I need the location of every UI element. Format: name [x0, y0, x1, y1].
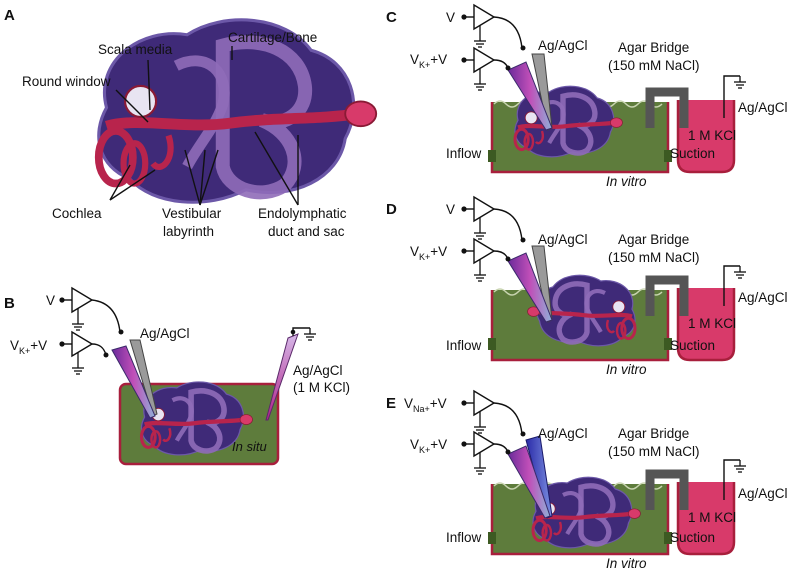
- inflow-port-d: [488, 338, 496, 350]
- panel-d: D 1 M KCl Inflow Suction In vitro V VK++…: [386, 197, 788, 377]
- panel-b-letter: B: [4, 295, 15, 312]
- kcl-reservoir-c: [676, 100, 736, 174]
- label-vk-b: VK++V: [10, 338, 47, 356]
- panel-a: A Scala media Cartilage/Bone Round windo…: [4, 7, 376, 239]
- electrode-label-b: Ag/AgCl: [140, 326, 190, 341]
- panel-a-letter: A: [4, 7, 15, 24]
- condition-label-e: In vitro: [606, 556, 647, 571]
- amplifier-vna-e: [461, 391, 494, 433]
- label-cochlea: Cochlea: [52, 206, 102, 221]
- panel-b: B In situ V VK++V Ag/AgCl Ag/AgCl (1 M K…: [4, 288, 350, 466]
- kcl-reservoir-e: [676, 482, 736, 556]
- agar-bridge-d: [645, 275, 689, 316]
- inflow-label-c: Inflow: [446, 146, 482, 161]
- inflow-label-d: Inflow: [446, 338, 482, 353]
- label-endolymphatic-line2: duct and sac: [268, 224, 345, 239]
- ground-electrode-label-b: Ag/AgCl: [293, 363, 343, 378]
- k-selective-pipette-c: [507, 61, 553, 131]
- kcl-label-c: 1 M KCl: [688, 128, 736, 143]
- suction-label-c: Suction: [670, 146, 715, 161]
- amplifier-vk-b: [59, 332, 92, 374]
- amplifier-v-b: [59, 288, 92, 330]
- inflow-label-e: Inflow: [446, 530, 482, 545]
- k-selective-pipette-d: [507, 252, 553, 323]
- bridge-label-line2-d: (150 mM NaCl): [608, 250, 700, 265]
- suction-port-e: [664, 532, 672, 544]
- label-vk-c: VK++V: [410, 52, 447, 70]
- bridge-label-line2-c: (150 mM NaCl): [608, 58, 700, 73]
- k-selective-pipette-b: [111, 345, 156, 419]
- label-vestibular-line1: Vestibular: [162, 206, 222, 221]
- panel-a-leader-lines: [109, 46, 299, 206]
- label-v-d: V: [446, 202, 455, 217]
- label-scala-media: Scala media: [98, 42, 173, 57]
- ground-electrode-label-e: Ag/AgCl: [738, 486, 788, 501]
- label-vestibular-line2: labyrinth: [163, 224, 214, 239]
- ground-kcl-label-b: (1 M KCl): [293, 380, 350, 395]
- label-endolymphatic-line1: Endolymphatic: [258, 206, 347, 221]
- agar-bridge-c: [645, 87, 689, 128]
- condition-label-b: In situ: [232, 439, 267, 454]
- reference-pipette-b: [129, 339, 158, 417]
- suction-port-d: [664, 338, 672, 350]
- ground-pipette-b: [265, 333, 299, 421]
- amplifier-v-d: [461, 197, 494, 239]
- amplifier-vk-e: [461, 432, 494, 474]
- panel-d-letter: D: [386, 201, 397, 218]
- bridge-label-line1-e: Agar Bridge: [618, 426, 689, 441]
- agar-bridge-e: [645, 469, 689, 510]
- amplifier-v-c: [461, 5, 494, 47]
- kcl-reservoir-d: [676, 288, 736, 362]
- label-vk-d: VK++V: [410, 244, 447, 262]
- ground-electrode-label-c: Ag/AgCl: [738, 100, 788, 115]
- label-vna-e: VNa++V: [404, 396, 447, 414]
- kcl-label-e: 1 M KCl: [688, 510, 736, 525]
- condition-label-d: In vitro: [606, 362, 647, 377]
- label-v-b: V: [46, 293, 55, 308]
- bridge-label-line2-e: (150 mM NaCl): [608, 444, 700, 459]
- ground-electrode-label-d: Ag/AgCl: [738, 290, 788, 305]
- label-vk-e: VK++V: [410, 437, 447, 455]
- k-selective-pipette-e: [507, 445, 551, 519]
- bridge-label-line1-d: Agar Bridge: [618, 232, 689, 247]
- electrode-label-d: Ag/AgCl: [538, 232, 588, 247]
- inflow-port-c: [488, 150, 496, 162]
- label-cartilage-bone: Cartilage/Bone: [228, 30, 317, 45]
- panel-c: C 1 M KCl Inflow Suction In vitro V VK++…: [386, 5, 788, 189]
- panel-e-letter: E: [386, 395, 396, 412]
- kcl-label-d: 1 M KCl: [688, 316, 736, 331]
- electrode-label-e: Ag/AgCl: [538, 426, 588, 441]
- panel-e: E 1 M KCl Inflow Suction In vitro VNa++V…: [386, 391, 788, 571]
- suction-label-e: Suction: [670, 530, 715, 545]
- label-v-c: V: [446, 10, 455, 25]
- condition-label-c: In vitro: [606, 174, 647, 189]
- inflow-port-e: [488, 532, 496, 544]
- electrode-label-c: Ag/AgCl: [538, 38, 588, 53]
- amplifier-vk-d: [461, 239, 494, 281]
- suction-port-c: [664, 150, 672, 162]
- label-round-window: Round window: [22, 74, 111, 89]
- panel-c-letter: C: [386, 9, 397, 26]
- amplifier-vk-c: [461, 48, 494, 90]
- suction-label-d: Suction: [670, 338, 715, 353]
- bridge-label-line1-c: Agar Bridge: [618, 40, 689, 55]
